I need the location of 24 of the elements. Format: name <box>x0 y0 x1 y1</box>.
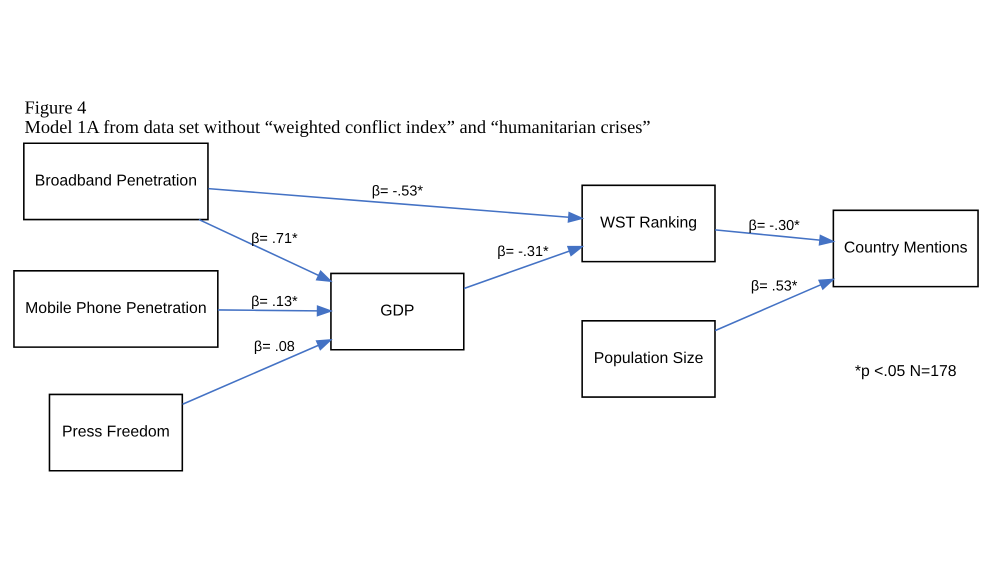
node-box: GDP <box>330 272 465 351</box>
arrow <box>715 229 836 246</box>
caption: Model 1A from data set without “weighted conflict index” and “humanitarian crises” <box>24 116 651 137</box>
edge-label: β= .53* <box>750 278 798 294</box>
arrow <box>208 188 584 223</box>
label: *p <.05 N=178 <box>854 363 957 380</box>
edge-label: β= -.31* <box>497 244 549 260</box>
arrow <box>198 218 333 282</box>
node-box: WST Ranking <box>581 184 716 262</box>
edge-label: β= -.30* <box>748 218 800 234</box>
node-box: Country Mentions <box>832 210 979 288</box>
edge-label: β= -.53* <box>372 184 424 200</box>
edge-label: β= .08 <box>254 338 295 355</box>
edge-label: β= .13* <box>251 294 298 310</box>
node-box: Broadband Penetration <box>23 142 209 220</box>
arrow <box>464 246 584 290</box>
edge-label: β= .71* <box>251 230 298 247</box>
arrow <box>714 278 836 332</box>
node-box: Press Freedom <box>48 394 184 472</box>
arrow <box>218 305 334 317</box>
node-box: Mobile Phone Penetration <box>13 270 219 348</box>
arrow <box>182 339 333 405</box>
node-box: Population Size <box>581 320 716 398</box>
diagram-title: Figure 4 <box>24 97 86 118</box>
